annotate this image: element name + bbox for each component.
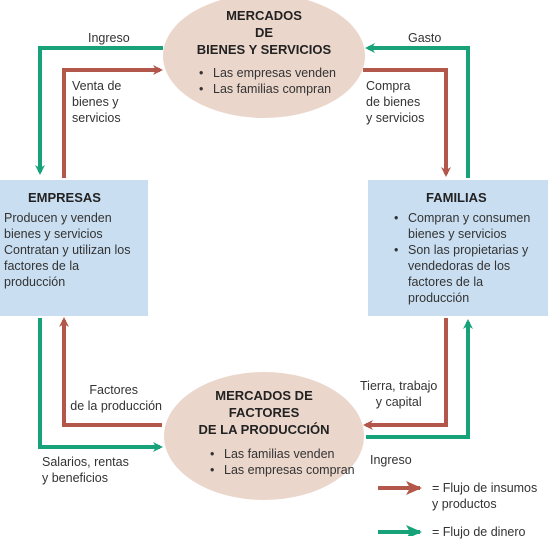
goods-arrow-factors-to-firms	[59, 317, 162, 427]
money-arrow-income-to-firms	[35, 46, 163, 175]
money-arrow-wages-to-market	[38, 318, 163, 452]
factor-market: MERCADOS DE FACTORES DE LA PRODUCCIÓN La…	[164, 372, 364, 500]
goods-services-market: MERCADOS DE BIENES Y SERVICIOS Las empre…	[163, 0, 365, 118]
label-purchases: Compra de bienes y servicios	[366, 79, 425, 125]
households-bullets: Compran y consumen bienes y servicios So…	[394, 210, 544, 306]
money-arrow-income-to-households	[366, 319, 473, 439]
legend-money-label: = Flujo de dinero	[432, 525, 526, 539]
firms-box: EMPRESAS Producen y venden bienes y serv…	[0, 180, 148, 316]
goods-market-title: MERCADOS DE BIENES Y SERVICIOS	[196, 8, 332, 57]
goods-arrow-purchases-to-households	[363, 68, 451, 177]
goods-market-bullets: Las empresas venden Las familias compran	[199, 65, 336, 97]
legend-goods-label: = Flujo de insumos y productos	[432, 481, 538, 511]
label-income-bottom: Ingreso	[370, 453, 412, 467]
label-income-top: Ingreso	[88, 31, 130, 45]
factor-market-bullets: Las familias venden Las empresas compran	[210, 446, 355, 478]
households-title: FAMILIAS	[426, 190, 487, 205]
firms-title: EMPRESAS	[28, 190, 101, 205]
factor-market-title: MERCADOS DE FACTORES DE LA PRODUCCIÓN	[198, 388, 330, 437]
label-land-labor-capital: Tierra, trabajo y capital	[360, 379, 438, 409]
label-wages: Salarios, rentas y beneficios	[42, 455, 129, 485]
label-sales: Venta de bienes y servicios	[72, 79, 122, 125]
goods-arrow-sales-to-market	[62, 65, 163, 178]
label-factors: Factores de la producción	[70, 383, 162, 413]
label-expense: Gasto	[408, 31, 442, 45]
firms-description: Producen y venden bienes y servicios Con…	[4, 211, 131, 289]
goods-arrow-land-labor-to-market	[363, 318, 448, 430]
households-box: FAMILIAS Compran y consumen bienes y ser…	[368, 180, 548, 316]
money-arrow-expense-to-market	[365, 43, 470, 178]
